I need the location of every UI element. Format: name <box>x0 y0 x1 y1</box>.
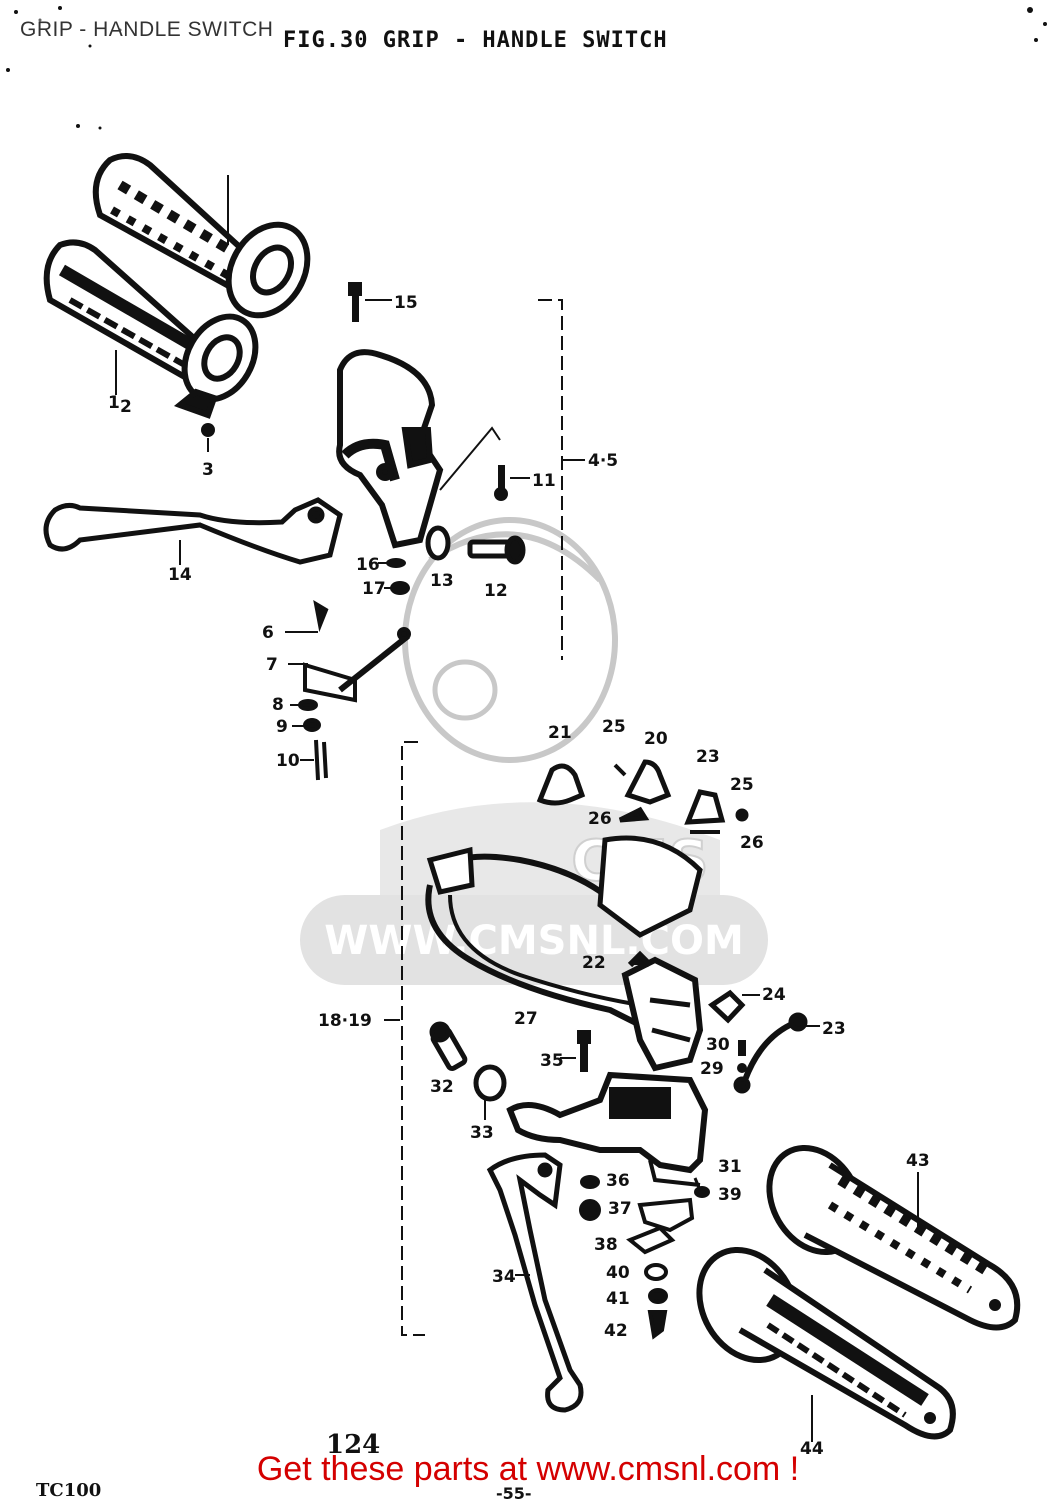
callout-31: 31 <box>718 1157 742 1177</box>
callout-30: 30 <box>706 1035 730 1055</box>
callout-12: 12 <box>484 581 508 601</box>
callout-34: 34 <box>492 1267 516 1287</box>
callout-22: 22 <box>582 953 606 973</box>
callout-3: 3 <box>202 460 214 480</box>
screw-11 <box>494 465 508 501</box>
callout-9: 9 <box>276 717 288 737</box>
callout-33: 33 <box>470 1123 494 1143</box>
callout-32: 32 <box>430 1077 454 1097</box>
small-parts-36-42 <box>579 1175 710 1340</box>
callout-1: 1 <box>108 393 120 413</box>
lever-holder-upper <box>336 349 444 549</box>
callout-25b: 25 <box>730 775 754 795</box>
nut-16-17 <box>386 558 410 595</box>
page-code: 124 <box>326 1430 381 1460</box>
callout-29: 29 <box>700 1059 724 1079</box>
callout-labels: 1 2 3 15 11 4·5 14 16 17 13 12 6 7 8 9 1… <box>108 293 930 1459</box>
switch-parts-6-10 <box>298 599 411 781</box>
wiring-harness-27 <box>425 835 703 1033</box>
watermark-url: WWW.CMSNL.COM <box>324 918 744 964</box>
callout-36: 36 <box>606 1171 630 1191</box>
overlay-title: GRIP - HANDLE SWITCH <box>20 18 274 42</box>
callout-2: 2 <box>120 397 132 417</box>
callout-41: 41 <box>606 1289 630 1309</box>
callout-40: 40 <box>606 1263 630 1283</box>
grip-43 <box>766 1144 1021 1331</box>
lever-14 <box>43 497 343 565</box>
bolt-32 <box>429 1021 468 1071</box>
callout-17: 17 <box>362 579 386 599</box>
callout-15: 15 <box>394 293 418 313</box>
callout-37: 37 <box>608 1199 632 1219</box>
figure-title: FIG.30 GRIP - HANDLE SWITCH <box>283 28 668 53</box>
callout-7: 7 <box>266 655 278 675</box>
screw-15 <box>348 282 362 322</box>
screw-3 <box>201 423 215 452</box>
lever-holder-lower <box>506 1071 709 1187</box>
callout-44: 44 <box>800 1439 824 1459</box>
callout-38: 38 <box>594 1235 618 1255</box>
callout-23b: 23 <box>822 1019 846 1039</box>
callout-18-19: 18·19 <box>318 1011 372 1031</box>
assembly-bracket-18-19 <box>401 741 425 1336</box>
grip-1 <box>92 153 311 319</box>
callout-6: 6 <box>262 623 274 643</box>
scan-noise <box>6 6 1047 130</box>
callout-13: 13 <box>430 571 454 591</box>
grip-2 <box>43 239 259 419</box>
callout-27: 27 <box>514 1009 538 1029</box>
parts-23-24 <box>707 989 808 1094</box>
callout-43: 43 <box>906 1151 930 1171</box>
switch-buttons <box>536 759 749 834</box>
callout-11: 11 <box>532 471 556 491</box>
callout-4-5: 4·5 <box>588 451 618 471</box>
assembly-bracket-4-5 <box>538 299 563 660</box>
callout-8: 8 <box>272 695 284 715</box>
screw-35 <box>577 1030 591 1072</box>
callout-23a: 23 <box>696 747 720 767</box>
washer-13 <box>425 525 451 561</box>
grip-44 <box>696 1246 956 1440</box>
callout-42: 42 <box>604 1321 628 1341</box>
promo-banner-link[interactable]: Get these parts at www.cmsnl.com ! <box>256 1450 800 1488</box>
callout-24: 24 <box>762 985 786 1005</box>
callout-14: 14 <box>168 565 192 585</box>
model-code: TC100 <box>36 1480 102 1501</box>
parts-29-30 <box>737 1040 747 1073</box>
callout-25a: 25 <box>602 717 626 737</box>
page-number: -55- <box>496 1484 532 1503</box>
callout-20: 20 <box>644 729 668 749</box>
washer-33 <box>473 1064 507 1102</box>
switch-housing-22 <box>621 950 704 1072</box>
callout-21: 21 <box>548 723 572 743</box>
callout-39: 39 <box>718 1185 742 1205</box>
callout-35: 35 <box>540 1051 564 1071</box>
callout-16: 16 <box>356 555 380 575</box>
lever-34 <box>486 1152 584 1413</box>
bolt-12 <box>467 535 526 565</box>
callout-10: 10 <box>276 751 300 771</box>
callout-26b: 26 <box>740 833 764 853</box>
callout-26a: 26 <box>588 809 612 829</box>
